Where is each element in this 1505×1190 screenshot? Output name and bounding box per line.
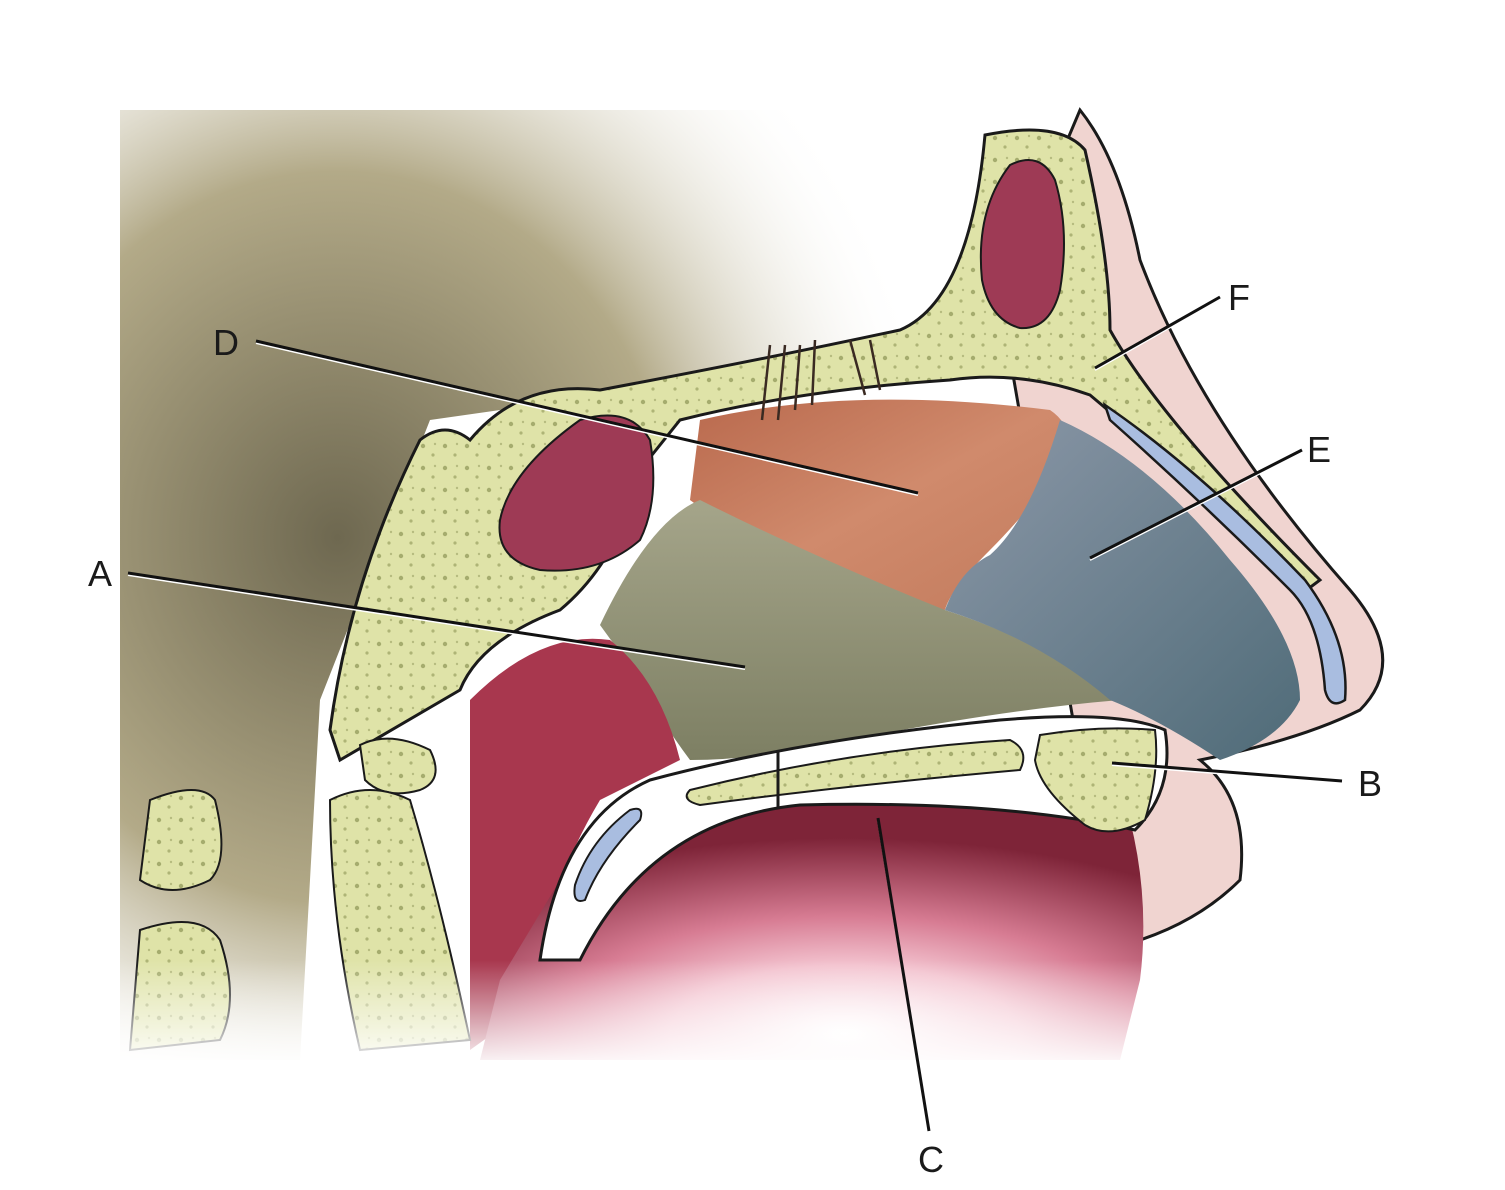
hard-palate-bone <box>685 738 1025 807</box>
leader-lines <box>127 295 1343 1134</box>
frontal-sinus <box>979 159 1065 330</box>
leader-line-b <box>1111 761 1343 783</box>
hard-palate-outline <box>538 715 1169 962</box>
label-c: C <box>918 1139 944 1180</box>
leader-line-d <box>255 339 919 495</box>
nasal-cartilage <box>1102 401 1347 705</box>
label-e: E <box>1307 429 1332 470</box>
leader-line-f <box>1094 295 1221 370</box>
leader-line-e <box>1089 448 1303 560</box>
leader-line-a <box>127 571 746 669</box>
leader-line-c <box>876 817 931 1132</box>
soft-palate-cartilage <box>573 807 643 902</box>
respiratory-region <box>600 500 1120 760</box>
label-f: F <box>1228 277 1250 318</box>
premaxilla-bone <box>1033 727 1158 833</box>
cranial-background <box>120 110 990 1060</box>
label-a: A <box>88 553 113 594</box>
label-b: B <box>1358 763 1383 804</box>
bottom-fade <box>100 960 1400 1070</box>
clivus-bone <box>358 737 437 795</box>
sphenoid-sinus <box>498 414 655 572</box>
nasal-vestibule <box>945 420 1300 760</box>
cervical-vertebra-2 <box>138 789 223 891</box>
olfactory-nerve-fibers <box>760 339 882 421</box>
label-d: D <box>213 322 239 363</box>
